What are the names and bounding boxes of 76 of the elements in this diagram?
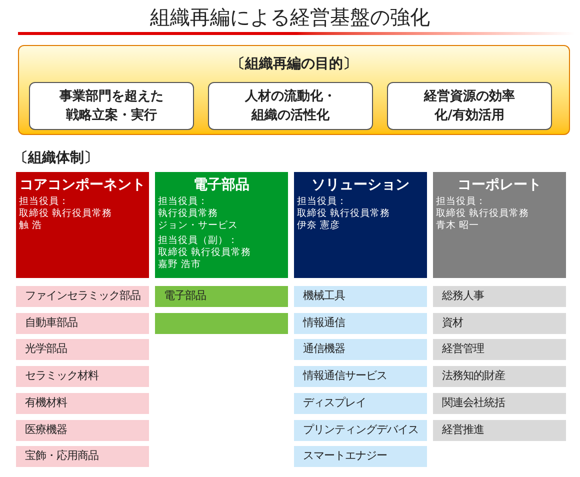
officer-text: 担当役員：: [158, 196, 209, 208]
officer-text: 執行役員常務: [158, 208, 219, 220]
unit-bar: [16, 420, 149, 441]
unit-label: 光学部品: [25, 341, 67, 358]
officer-text: 伊奈 憲彦: [297, 220, 342, 232]
unit-bar: [294, 286, 427, 307]
unit-bar: [16, 339, 149, 360]
unit-label: 経営管理: [442, 341, 484, 358]
unit-bar: [294, 366, 427, 387]
division-header-card: [16, 172, 149, 278]
unit-label: 情報通信サービス: [303, 368, 387, 384]
unit-label: セラミック材料: [25, 368, 98, 384]
unit-bar: [294, 393, 427, 414]
unit-bar: [433, 339, 566, 360]
officer-text: 担当役員：: [436, 196, 487, 208]
division-title: コーポレート: [456, 176, 542, 194]
unit-label: プリンティングデバイス: [303, 422, 418, 438]
unit-label: ディスプレイ: [303, 395, 366, 412]
officer-text: 取締役 執行役員常務: [297, 208, 392, 220]
unit-bar: [294, 339, 427, 360]
unit-label: 医療機器: [25, 422, 67, 438]
division-title: コアコンポーネント: [19, 176, 146, 194]
unit-label: 情報通信: [303, 315, 345, 332]
officer-text: ジョン・サービス: [158, 220, 239, 232]
unit-label: スマートエナジー: [303, 448, 387, 464]
objective-text: 事業部門を超えた戦略立案・実行: [58, 88, 164, 125]
panel-heading: 〔組織再編の目的〕: [231, 55, 357, 74]
division-header-card: [155, 172, 288, 278]
unit-bar: [433, 366, 566, 387]
division-title: ソリューション: [310, 176, 410, 194]
objective-text: 経営資源の効率化/有効活用: [422, 88, 516, 125]
unit-bar: [294, 446, 427, 467]
officer-text: 触 浩: [19, 220, 44, 232]
unit-bar: [294, 313, 427, 334]
unit-bar: [433, 393, 566, 414]
unit-bar: [433, 286, 566, 307]
officer-text: 嘉野 浩市: [158, 259, 202, 271]
unit-label: 経営推進: [442, 422, 484, 438]
objective-box: [29, 82, 194, 130]
objective-text: 人材の流動化・組織の活性化: [244, 88, 337, 125]
unit-bar: [294, 420, 427, 441]
objective-panel: [18, 45, 570, 135]
officer-text: 取締役 執行役員常務: [19, 208, 114, 220]
unit-bar: [433, 420, 566, 441]
unit-label: ファインセラミック部品: [25, 288, 140, 304]
unit-label: 法務知的財産: [442, 368, 505, 384]
unit-bar: [16, 393, 149, 414]
unit-label: 関連会社統括: [442, 395, 505, 412]
division-header-card: [433, 172, 566, 278]
page-title: 組織再編による経営基盤の強化: [150, 4, 430, 30]
officer-text: 取締役 執行役員常務: [436, 208, 530, 220]
officer-text: 担当役員（副）：: [158, 235, 239, 247]
unit-label: 自動車部品: [25, 315, 78, 332]
unit-label: 有機材料: [25, 395, 67, 412]
objective-box: [208, 82, 373, 130]
unit-label: 宝飾・応用商品: [25, 448, 98, 464]
officer-text: 担当役員：: [297, 196, 348, 208]
unit-bar: [155, 286, 288, 307]
officer-text: 青木 昭一: [436, 220, 480, 232]
unit-bar: [16, 313, 149, 334]
unit-bar: [155, 313, 288, 334]
unit-label: 総務人事: [442, 288, 484, 304]
officer-text: 担当役員：: [19, 196, 70, 208]
section-label: 〔組織体制〕: [14, 149, 98, 168]
unit-bar: [16, 286, 149, 307]
division-title: 電子部品: [192, 176, 250, 194]
unit-bar: [16, 446, 149, 467]
division-header-card: [294, 172, 427, 278]
unit-label: 電子部品: [164, 288, 206, 304]
unit-bar: [433, 313, 566, 334]
unit-label: 機械工具: [303, 288, 345, 304]
unit-bar: [16, 366, 149, 387]
unit-label: 資材: [442, 315, 463, 332]
officer-text: 取締役 執行役員常務: [158, 247, 252, 259]
unit-label: 通信機器: [303, 341, 345, 358]
objective-box: [387, 82, 552, 130]
